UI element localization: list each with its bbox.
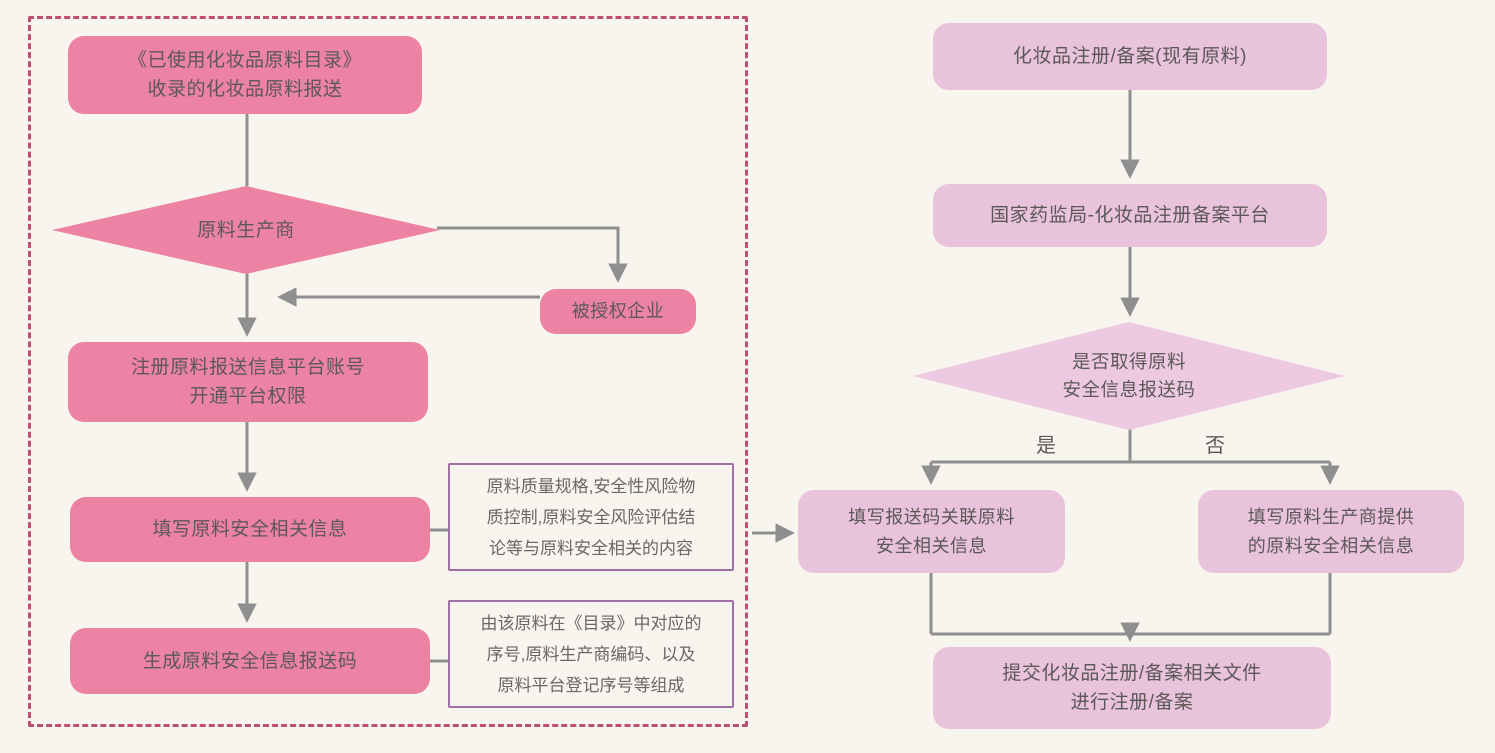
- node-cosmetic-registration: 化妆品注册/备案(现有原料): [933, 23, 1327, 90]
- node-fill-producer-provided: 填写原料生产商提供 的原料安全相关信息: [1198, 490, 1464, 573]
- node-submit-documents: 提交化妆品注册/备案相关文件 进行注册/备案: [933, 647, 1331, 729]
- node-generate-submission-code: 生成原料安全信息报送码: [70, 628, 430, 694]
- node-fill-with-code: 填写报送码关联原料 安全相关信息: [798, 490, 1065, 573]
- dashed-boundary: [28, 16, 748, 727]
- annotation-safety-content: 原料质量规格,安全性风险物 质控制,原料安全风险评估结 论等与原料安全相关的内容: [448, 463, 734, 571]
- annotation-code-composition: 由该原料在《目录》中对应的 序号,原料生产商编码、以及 原料平台登记序号等组成: [448, 600, 734, 708]
- node-authorized-enterprise: 被授权企业: [540, 289, 696, 334]
- branch-label-yes: 是: [1036, 435, 1056, 457]
- decision-has-submission-code: 是否取得原料 安全信息报送码: [913, 322, 1345, 430]
- branch-label-no: 否: [1205, 435, 1225, 457]
- node-fill-safety-info: 填写原料安全相关信息: [70, 497, 430, 562]
- node-catalog-report: 《已使用化妆品原料目录》 收录的化妆品原料报送: [68, 36, 422, 114]
- node-nmpa-platform: 国家药监局-化妆品注册备案平台: [933, 184, 1327, 247]
- node-register-platform-account: 注册原料报送信息平台账号 开通平台权限: [68, 342, 428, 422]
